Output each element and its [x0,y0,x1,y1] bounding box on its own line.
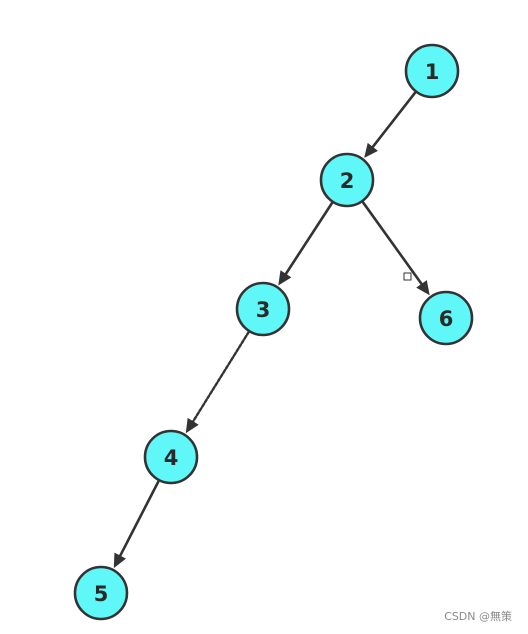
edges-layer [113,90,430,569]
arrowhead-2-3 [278,270,292,286]
edge-3-4 [190,330,250,425]
arrowhead-4-5 [113,552,127,569]
node-label: 6 [439,307,454,331]
node-label: 3 [256,298,271,322]
edge-2-3 [283,201,334,277]
tree-node-3[interactable]: 3 [235,281,291,337]
tree-node-6[interactable]: 6 [418,290,474,346]
node-circle [319,152,375,208]
node-label: 5 [94,582,109,606]
node-circle [404,43,460,99]
node-label: 1 [425,60,440,84]
edge-2-6 [361,200,424,287]
arrowhead-1-2 [364,142,378,158]
node-label: 4 [164,446,179,470]
edge-4-5 [118,479,160,559]
node-label: 2 [340,169,355,193]
arrowhead-3-4 [185,417,199,434]
tree-node-2[interactable]: 2 [319,152,375,208]
node-circle [73,565,129,621]
node-circle [235,281,291,337]
edge-1-2 [370,90,417,150]
node-circle [143,429,199,485]
tree-node-4[interactable]: 4 [143,429,199,485]
tree-node-1[interactable]: 1 [404,43,460,99]
nodes-layer: 1 2 3 4 5 6 [73,43,474,621]
watermark: CSDN @無策 [444,610,512,623]
node-circle [418,290,474,346]
selection-handle[interactable] [403,272,412,281]
tree-node-5[interactable]: 5 [73,565,129,621]
arrowhead-2-6 [416,280,430,296]
